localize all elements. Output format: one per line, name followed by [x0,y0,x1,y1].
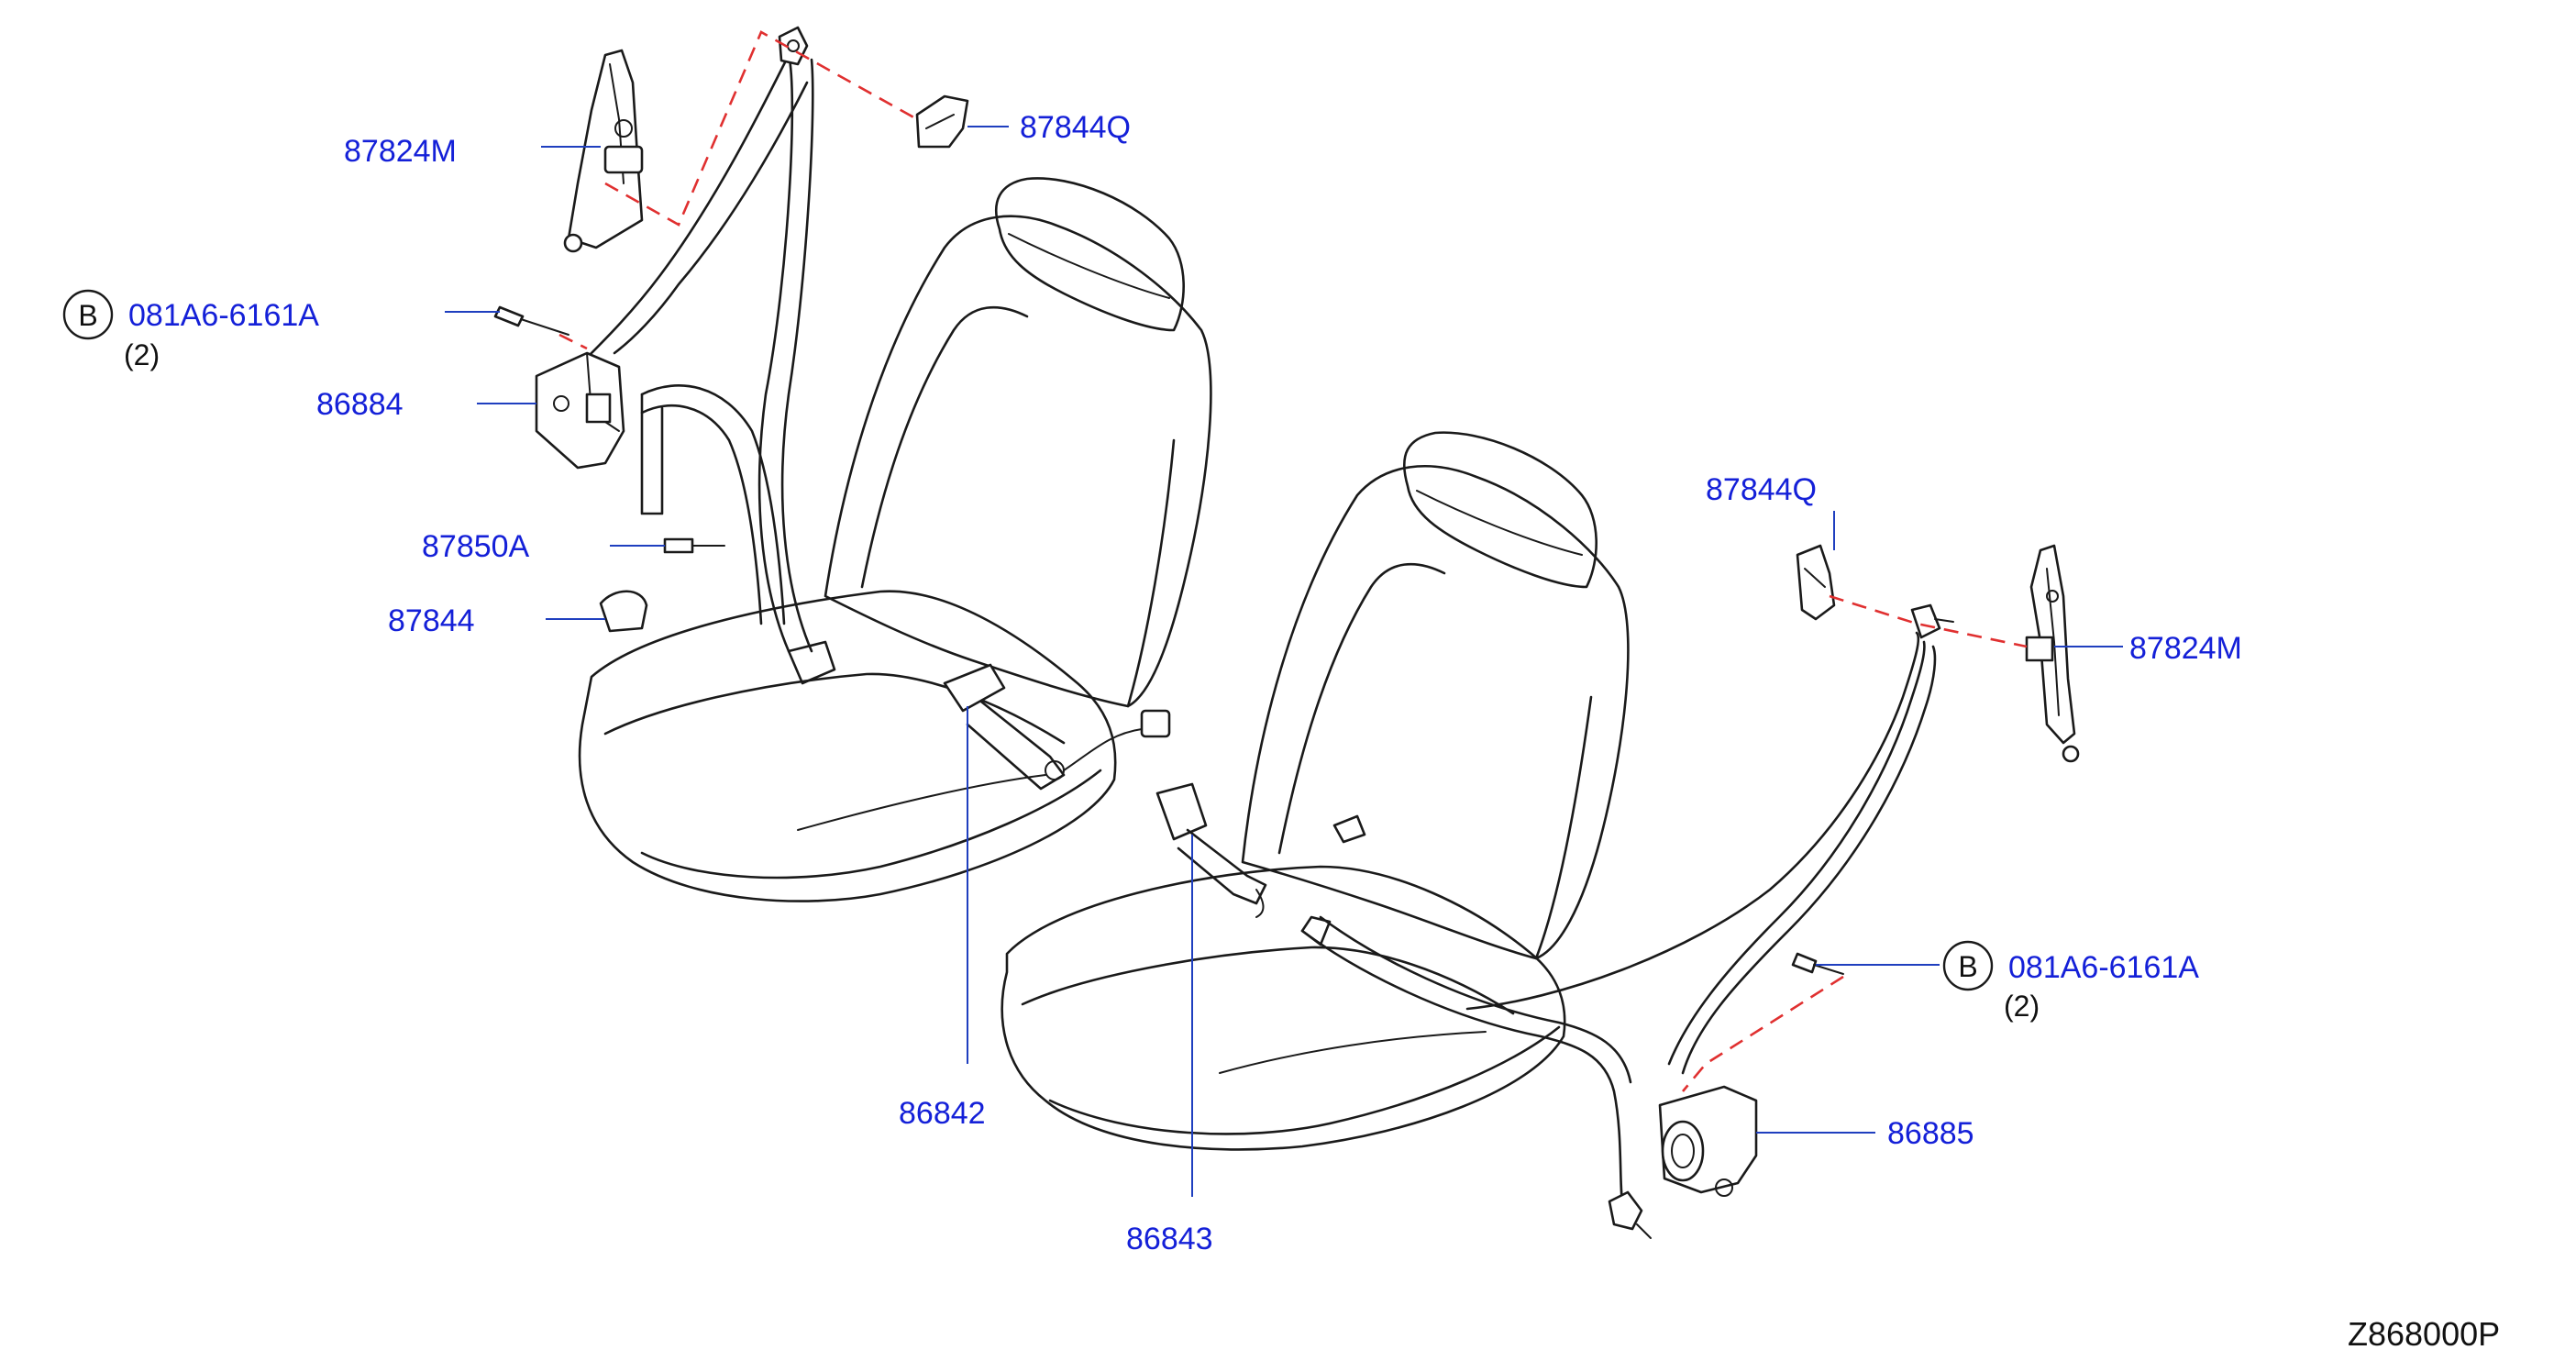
left-seat [578,177,1212,902]
label-86884: 86884 [316,387,404,422]
label-86842: 86842 [899,1096,986,1131]
right-retractor [1658,1085,1758,1197]
qty-left: (2) [124,338,160,371]
right-upper-anchor [1910,603,1954,639]
qty-right: (2) [2004,990,2040,1023]
label-87844q-right: 87844Q [1706,472,1817,507]
label-87850a: 87850A [422,529,530,564]
bolt-marker-right-text: B [1958,950,1977,983]
label-87824m-right: 87824M [2129,631,2242,666]
bolt-marker-right: B [1942,940,1994,991]
label-87844: 87844 [388,603,475,638]
label-86843: 86843 [1126,1222,1213,1256]
leader-lines [445,126,2123,1197]
left-retractor-bolt [493,305,569,336]
right-retractor-bolt [1791,952,1844,975]
label-86885: 86885 [1887,1116,1974,1151]
right-belt [1300,631,1937,1239]
upper-anchor-cover-right [1796,544,1836,621]
right-seat [1001,431,1630,1151]
red-dashed-connectors [558,30,2028,1092]
label-081a6-right: 081A6-6161A [2008,950,2199,985]
side-tab-right [1332,814,1366,844]
left-shoulder-belt [585,53,836,685]
anchor-cap-87844 [599,590,648,633]
left-height-adjuster [563,49,644,253]
buckle-86842 [943,663,1171,791]
label-87844q-top: 87844Q [1020,110,1131,145]
anchor-bolt-87850a [663,537,725,554]
upper-anchor-cover-top [915,94,969,149]
right-height-adjuster [2025,544,2080,763]
label-081a6-left: 081A6-6161A [128,298,319,333]
left-retractor [535,351,625,470]
diagram-code: Z868000P [2348,1315,2500,1353]
bolt-marker-left-text: B [78,299,97,332]
label-87824m-left: 87824M [344,134,457,169]
bolt-marker-left: B [62,289,114,340]
buckle-86843 [1155,782,1267,918]
